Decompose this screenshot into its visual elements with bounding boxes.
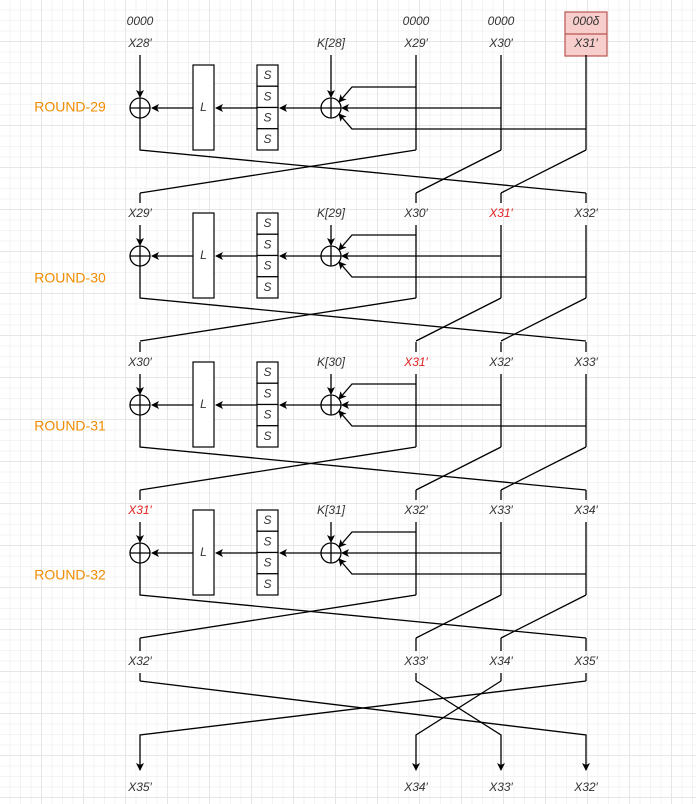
x3-branch-arrow — [338, 558, 586, 575]
top-value-0: 0000 — [127, 14, 154, 28]
after-round-label: X35′ — [573, 654, 598, 668]
reverse-line-3 — [136, 680, 587, 771]
l-transform-label: L — [200, 248, 207, 262]
output-label: X34′ — [403, 780, 428, 794]
shift-line-3 — [500, 446, 587, 491]
s-box — [256, 276, 279, 299]
shift-line-0 — [139, 266, 587, 342]
shift-line-2 — [415, 149, 502, 194]
s-box-label: S — [263, 89, 271, 103]
l-transform-label: L — [200, 100, 207, 114]
s-box-label: S — [263, 386, 271, 400]
s-box-label: S — [263, 408, 271, 422]
shift-line-2 — [415, 297, 502, 342]
x3-branch-arrow — [338, 261, 586, 278]
shift-line-2 — [415, 446, 502, 491]
round-input-label: X30′ — [127, 355, 152, 369]
round-input-label: X32′ — [573, 206, 598, 220]
top-label-2: X30′ — [488, 36, 513, 50]
s-box-label: S — [263, 429, 271, 443]
after-round-label: X34′ — [488, 654, 513, 668]
shift-line-1 — [139, 594, 417, 639]
x1-branch-arrow — [338, 86, 416, 103]
round-input-label: X31′ — [403, 355, 428, 369]
round-input-label: X33′ — [573, 355, 598, 369]
round-key-label: K[28] — [317, 36, 346, 50]
round-input-label: X34′ — [573, 503, 598, 517]
shift-line-1 — [139, 297, 417, 342]
s-box-label: S — [263, 259, 271, 273]
top-value-3: 000δ — [573, 14, 600, 28]
s-box-label: S — [263, 68, 271, 82]
round-key-label: K[31] — [317, 503, 346, 517]
round-key-label: K[29] — [317, 206, 346, 220]
shift-line-0 — [139, 563, 587, 639]
reverse-line-2 — [412, 680, 502, 771]
shift-line-0 — [139, 118, 587, 194]
round-input-label: X31′ — [127, 503, 152, 517]
s-box-label: S — [263, 534, 271, 548]
shift-line-2 — [415, 594, 502, 639]
shift-line-0 — [139, 415, 587, 491]
x1-branch-arrow — [338, 531, 416, 548]
s-box-label: S — [263, 216, 271, 230]
reverse-line-0 — [139, 680, 590, 771]
s-box — [256, 128, 279, 151]
round-input-label: X32′ — [488, 355, 513, 369]
top-label-0: X28′ — [127, 36, 152, 50]
shift-line-3 — [500, 297, 587, 342]
s-box-label: S — [263, 237, 271, 251]
after-round-label: X32′ — [127, 654, 152, 668]
x3-branch-arrow — [338, 410, 586, 427]
round-label: ROUND-30 — [34, 270, 106, 286]
s-box-label: S — [263, 556, 271, 570]
shift-line-1 — [139, 149, 417, 194]
x1-branch-arrow — [338, 383, 416, 400]
top-value-1: 0000 — [403, 14, 430, 28]
s-box — [256, 573, 279, 596]
output-label: X32′ — [573, 780, 598, 794]
round-input-label: X33′ — [488, 503, 513, 517]
round-label: ROUND-31 — [34, 418, 106, 434]
output-label: X33′ — [488, 780, 513, 794]
output-label: X35′ — [127, 780, 152, 794]
s-box-label: S — [263, 365, 271, 379]
after-round-label: X33′ — [403, 654, 428, 668]
s-box-label: S — [263, 132, 271, 146]
round-label: ROUND-29 — [34, 99, 106, 115]
s-box-label: S — [263, 513, 271, 527]
x3-branch-arrow — [338, 113, 586, 130]
top-label-1: X29′ — [403, 36, 428, 50]
round-input-label: X29′ — [127, 206, 152, 220]
x1-branch-arrow — [338, 234, 416, 251]
round-label: ROUND-32 — [34, 567, 106, 583]
s-box-label: S — [263, 111, 271, 125]
s-box — [256, 425, 279, 448]
top-label-3: X31′ — [573, 36, 598, 50]
round-input-label: X32′ — [403, 503, 428, 517]
shift-line-1 — [139, 446, 417, 491]
shift-line-3 — [500, 594, 587, 639]
reverse-line-1 — [415, 680, 505, 771]
s-box-label: S — [263, 577, 271, 591]
round-key-label: K[30] — [317, 355, 346, 369]
round-input-label: X30′ — [403, 206, 428, 220]
shift-line-3 — [500, 149, 587, 194]
l-transform-label: L — [200, 397, 207, 411]
top-value-2: 0000 — [488, 14, 515, 28]
round-input-label: X31′ — [488, 206, 513, 220]
s-box-label: S — [263, 280, 271, 294]
l-transform-label: L — [200, 545, 207, 559]
